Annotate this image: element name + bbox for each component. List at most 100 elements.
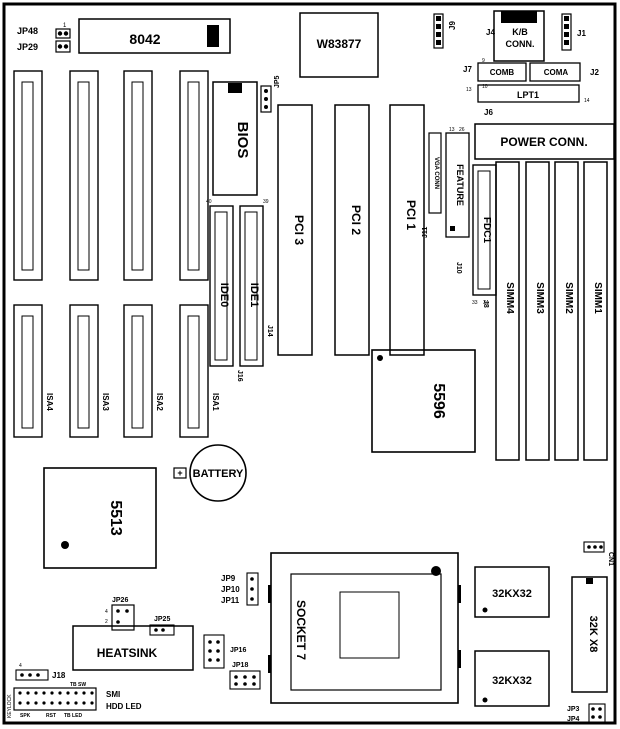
chip-8042-label: 8042 <box>129 31 160 47</box>
chip-5513-label: 5513 <box>107 500 124 536</box>
fdc1-label: FDC1 <box>481 217 492 244</box>
jp18-label: JP18 <box>232 662 248 669</box>
front-panel-header <box>13 687 97 711</box>
smi-label: SMI <box>106 690 120 699</box>
bios-label: BIOS <box>234 122 251 159</box>
jp10-label: JP10 <box>221 585 240 594</box>
simm3-label: SIMM3 <box>534 282 545 314</box>
power-connector <box>474 123 615 160</box>
simm2-label: SIMM2 <box>563 282 574 314</box>
simm3-slot <box>525 161 550 461</box>
isa4-label: ISA4 <box>45 393 54 411</box>
simm4-slot <box>495 161 520 461</box>
battery-label: BATTERY <box>193 468 244 480</box>
tag-ram-label: 32K X8 <box>587 616 599 653</box>
hdd-led-label: HDD LED <box>106 702 142 711</box>
jp3-jp4-jumpers <box>588 703 606 724</box>
feature-label: FEATURE <box>455 164 465 206</box>
battery <box>189 444 247 502</box>
isa4-upper <box>13 70 43 281</box>
j18-label: J18 <box>52 671 66 680</box>
jp25-jumper <box>149 624 175 636</box>
jp16-jumper <box>203 634 225 669</box>
j14-label: J14 <box>266 325 273 337</box>
tb-sw-label: TB SW <box>70 682 86 688</box>
j18-header <box>15 669 49 681</box>
comb-label: COMB <box>490 68 515 77</box>
tag-ram-chip <box>571 576 608 693</box>
jp48-jumper <box>55 28 71 39</box>
pci1-label: PCI 1 <box>404 200 418 230</box>
jp4-label: JP4 <box>567 716 580 723</box>
feature-connector <box>445 132 470 238</box>
bios-chip <box>212 81 258 196</box>
j2-label: J2 <box>590 68 599 77</box>
j7-label: J7 <box>463 65 472 74</box>
j9-header <box>433 13 444 49</box>
ide1-label: IDE1 <box>248 283 260 307</box>
coma-label: COMA <box>544 68 569 77</box>
pci3-slot <box>277 104 313 356</box>
simm1-slot <box>583 161 608 461</box>
cn1-label: CN1 <box>607 552 614 566</box>
isa2-upper <box>123 70 153 281</box>
jp26-pin2: 2 <box>105 619 108 625</box>
chip-5596-label: 5596 <box>430 383 447 419</box>
cache-chip-a-label: 32KX32 <box>492 588 532 600</box>
cache-chip-a <box>474 566 550 618</box>
socket7-label: SOCKET 7 <box>294 600 308 660</box>
ide-pin39: 39 <box>263 199 269 205</box>
ide1-connector <box>239 205 264 367</box>
j11-label: J11 <box>422 227 429 238</box>
feature-pin13: 13 <box>449 127 455 133</box>
isa1-upper <box>179 70 209 281</box>
chip-w83877 <box>299 12 379 78</box>
power-connector-label: POWER CONN. <box>500 135 587 149</box>
j18-pin4: 4 <box>19 663 22 669</box>
coma-connector <box>529 62 581 82</box>
heatsink <box>72 625 194 671</box>
vga-connector-label: VGA CONN <box>433 157 439 189</box>
tb-led-label: TB LED <box>64 713 82 719</box>
jp5-label: JP5 <box>274 75 281 88</box>
jp9-label: JP9 <box>221 574 236 583</box>
comb-pin9: 9 <box>482 58 485 64</box>
isa1-label: ISA1 <box>211 393 220 411</box>
jp26-label: JP26 <box>112 597 128 604</box>
isa3-label: ISA3 <box>101 393 110 411</box>
isa3-lower <box>69 304 99 438</box>
heatsink-label: HEATSINK <box>97 646 158 660</box>
svg-text:+: + <box>177 468 182 478</box>
kb-connector-label-line2: CONN. <box>506 39 535 49</box>
j6-label: J6 <box>484 108 493 117</box>
jp18-jumper <box>229 670 261 690</box>
j9-label: J9 <box>448 21 457 30</box>
simm1-label: SIMM1 <box>592 282 603 314</box>
cn1-header <box>583 541 605 553</box>
jp16-label: JP16 <box>230 647 246 654</box>
comb-connector <box>477 62 527 82</box>
j1-header <box>561 13 572 51</box>
j10-label: J10 <box>455 262 462 274</box>
ide0-label: IDE0 <box>218 283 230 307</box>
isa2-lower <box>123 304 153 438</box>
jp3-label: JP3 <box>567 706 580 713</box>
ide0-connector <box>209 205 234 367</box>
isa2-label: ISA2 <box>155 393 164 411</box>
jp26-jumper <box>111 604 135 631</box>
keylock-label: KEYLOCK <box>7 694 13 718</box>
fdc1-pin33: 33 <box>472 300 478 306</box>
cache-chip-b <box>474 650 550 707</box>
jp29-label: JP29 <box>17 42 38 52</box>
jp26-pin4: 4 <box>105 609 108 615</box>
pci2-label: PCI 2 <box>349 205 363 235</box>
simm4-label: SIMM4 <box>504 282 515 314</box>
jp48-pin1: 1 <box>63 23 67 29</box>
chip-w83877-label: W83877 <box>317 37 362 51</box>
comb-pin10: 10 <box>482 84 488 90</box>
pci2-slot <box>334 104 370 356</box>
kb-connector-label-line1: K/B <box>512 27 528 37</box>
jp9-11-jumpers <box>246 572 259 606</box>
